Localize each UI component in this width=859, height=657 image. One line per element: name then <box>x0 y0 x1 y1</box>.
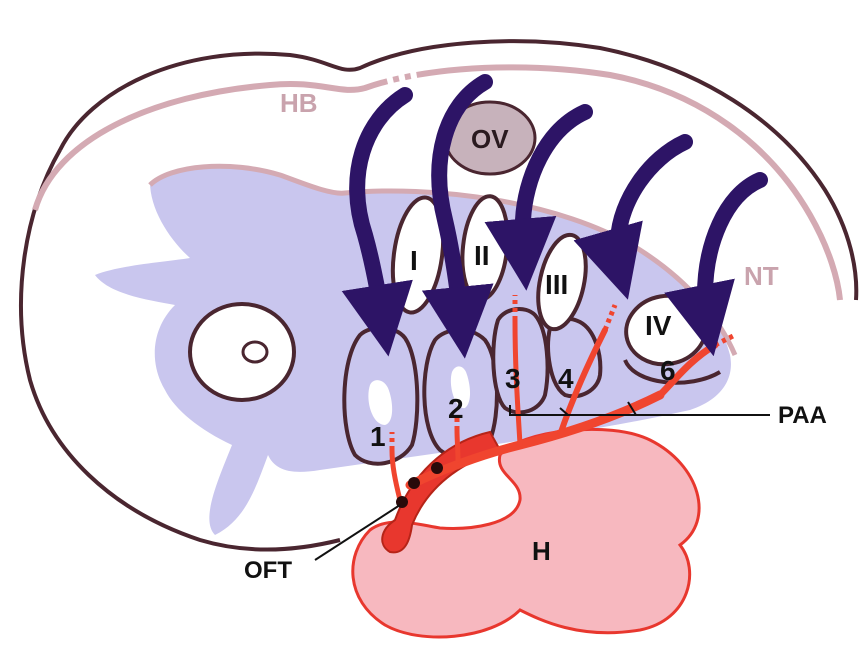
label-oft: OFT <box>244 557 292 584</box>
label-aa-4: 4 <box>558 363 574 394</box>
migration-arrow-5 <box>705 180 760 328</box>
label-aa-6: 6 <box>660 355 676 386</box>
label-arch-I: I <box>410 245 418 276</box>
label-aa-2: 2 <box>448 393 464 424</box>
arch-lobe-3 <box>493 309 547 412</box>
label-arch-III: III <box>545 269 568 300</box>
label-otic-vesicle: OV <box>471 124 509 154</box>
eye-inner <box>243 342 267 362</box>
label-hindbrain: HB <box>280 88 318 118</box>
cushion-dot <box>431 462 443 474</box>
label-aa-1: 1 <box>370 421 386 452</box>
label-paa: PAA <box>778 402 827 429</box>
label-neural-tube: NT <box>744 261 779 291</box>
label-heart: H <box>532 536 551 566</box>
label-arch-IV: IV <box>645 310 672 341</box>
label-aa-3: 3 <box>505 363 521 394</box>
label-arch-II: II <box>474 240 490 271</box>
cushion-dot <box>408 477 420 489</box>
